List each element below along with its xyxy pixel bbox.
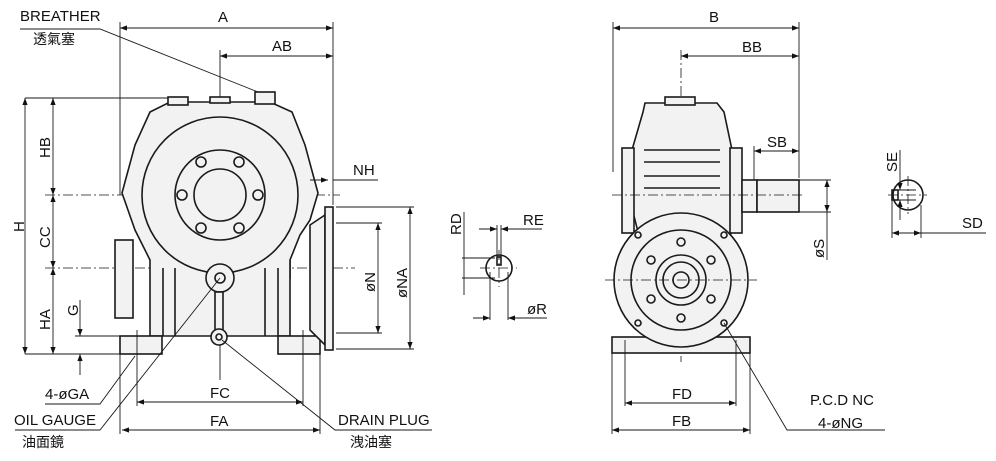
dim-N: øN xyxy=(362,272,379,292)
breather-label-cn: 透氣塞 xyxy=(33,31,75,48)
dim-HA: HA xyxy=(37,309,54,330)
mount-holes-label: 4-øGA xyxy=(45,386,89,403)
flange-holes-label: 4-øNG xyxy=(818,415,863,432)
dim-RE: RE xyxy=(523,212,544,229)
oil-gauge-label-cn: 油面鏡 xyxy=(22,435,64,451)
dim-S: øS xyxy=(811,239,828,258)
dim-FB: FB xyxy=(672,413,691,430)
drain-plug-label: DRAIN PLUG xyxy=(338,412,430,429)
dim-SD: SD xyxy=(962,215,983,232)
dim-FC: FC xyxy=(210,385,230,402)
breather-label: BREATHER xyxy=(20,8,101,25)
dim-RD: RD xyxy=(448,213,465,235)
dim-SB: SB xyxy=(767,134,787,151)
dim-FA: FA xyxy=(210,413,228,430)
oil-gauge-label: OIL GAUGE xyxy=(14,412,96,429)
pcd-label: P.C.D NC xyxy=(810,392,874,409)
dim-G: G xyxy=(65,304,82,316)
dim-R: øR xyxy=(527,301,547,318)
output-shaft-detail: RD RE øR xyxy=(448,212,547,321)
dim-NA: øNA xyxy=(394,268,411,298)
input-shaft-detail: SE SD xyxy=(884,150,986,238)
dim-H: H xyxy=(11,221,28,232)
dim-HB: HB xyxy=(37,137,54,158)
dim-SE: SE xyxy=(884,152,901,172)
dim-BB: BB xyxy=(742,39,762,56)
dim-FD: FD xyxy=(672,386,692,403)
dim-A: A xyxy=(218,9,228,26)
side-view: B BB SB øS FD FB P.C.D NC 4-øNG xyxy=(605,9,885,434)
dim-B: B xyxy=(709,9,719,26)
dim-NH: NH xyxy=(353,162,375,179)
dim-AB: AB xyxy=(272,38,292,55)
drain-plug-label-cn: 洩油塞 xyxy=(350,434,392,451)
front-view: BREATHER 透氣塞 A AB NH H HB CC HA G øN øNA… xyxy=(11,8,432,451)
dim-CC: CC xyxy=(37,226,54,248)
